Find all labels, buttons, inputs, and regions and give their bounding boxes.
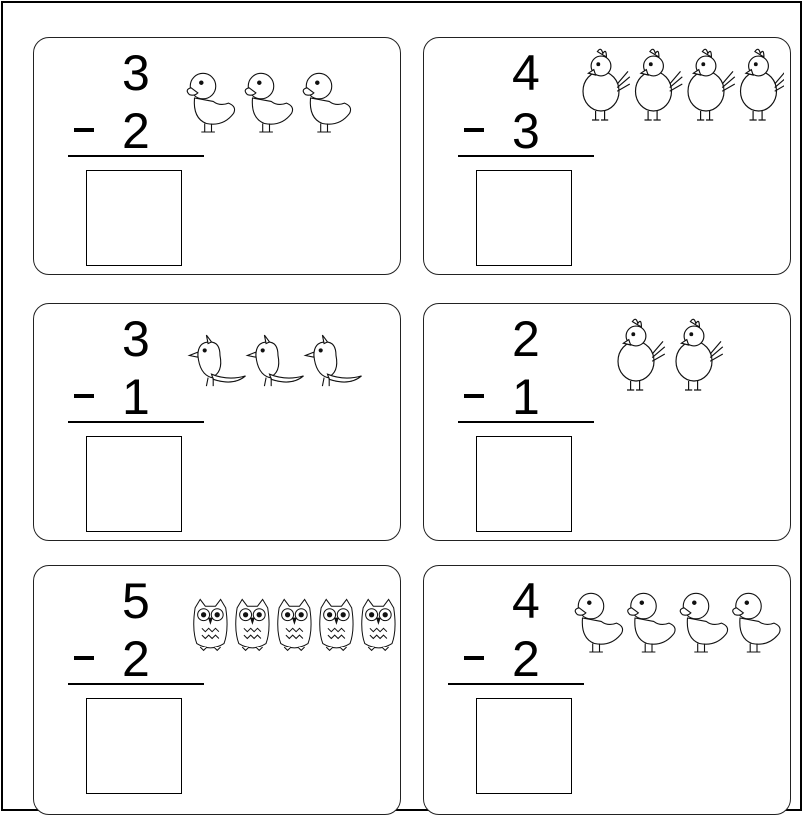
animal-group <box>609 318 739 398</box>
duck-icon <box>186 72 236 133</box>
subtrahend: 1 <box>122 369 150 425</box>
bird-icon <box>245 334 304 387</box>
subtrahend: 2 <box>122 631 150 687</box>
minus-sign <box>464 394 484 398</box>
chick-icon <box>582 48 631 121</box>
minuend: 4 <box>512 573 540 629</box>
answer-box[interactable] <box>476 436 572 532</box>
owl-icon <box>319 598 354 652</box>
minuend: 3 <box>122 45 150 101</box>
owl-icon <box>361 598 396 652</box>
problem-card: 5 2 <box>33 565 401 815</box>
subtrahend: 3 <box>512 103 540 159</box>
owl-icon <box>235 598 270 652</box>
minuend: 2 <box>512 311 540 367</box>
duck-icon <box>574 592 781 653</box>
minus-sign <box>464 656 484 660</box>
sum-line <box>448 683 584 685</box>
animal-group <box>574 48 784 128</box>
problem-card: 3 1 <box>33 303 401 541</box>
duck-icon <box>244 72 294 133</box>
duck-icon <box>679 592 729 653</box>
owl-icon <box>193 598 396 652</box>
answer-box[interactable] <box>86 698 182 794</box>
chick-icon <box>634 48 683 121</box>
duck-icon <box>302 72 352 133</box>
minus-sign <box>74 656 94 660</box>
duck-icon <box>186 72 352 133</box>
subtrahend: 2 <box>122 103 150 159</box>
problem-card: 3 2 <box>33 37 401 275</box>
problem-card: 2 1 <box>423 303 791 541</box>
bird-icon <box>303 334 362 387</box>
duck-icon <box>627 592 676 653</box>
answer-box[interactable] <box>476 170 572 266</box>
chick-icon <box>687 48 736 121</box>
minus-sign <box>74 128 94 132</box>
minus-sign <box>464 128 484 132</box>
animal-group <box>190 596 400 676</box>
sum-line <box>458 421 594 423</box>
problem-card: 4 3 <box>423 37 791 275</box>
bird-icon <box>187 334 246 387</box>
owl-icon <box>193 598 228 652</box>
sum-line <box>458 155 594 157</box>
answer-box[interactable] <box>86 170 182 266</box>
chick-icon <box>617 318 724 391</box>
chick-icon <box>739 48 784 121</box>
sum-line <box>68 421 204 423</box>
duck-icon <box>732 592 781 653</box>
answer-box[interactable] <box>86 436 182 532</box>
chick-icon <box>582 48 784 121</box>
minus-sign <box>74 394 94 398</box>
animal-group <box>186 64 366 144</box>
owl-icon <box>277 598 312 652</box>
animal-group <box>574 584 784 664</box>
chick-icon <box>675 318 724 391</box>
chick-icon <box>617 318 666 391</box>
duck-icon <box>574 592 624 653</box>
answer-box[interactable] <box>476 698 572 794</box>
sum-line <box>68 683 204 685</box>
minuend: 4 <box>512 45 540 101</box>
minuend: 3 <box>122 311 150 367</box>
subtrahend: 1 <box>512 369 540 425</box>
animal-group <box>186 330 396 410</box>
sum-line <box>68 155 204 157</box>
problem-card: 4 2 <box>423 565 791 815</box>
subtrahend: 2 <box>512 631 540 687</box>
bird-icon <box>187 334 362 387</box>
minuend: 5 <box>122 573 150 629</box>
